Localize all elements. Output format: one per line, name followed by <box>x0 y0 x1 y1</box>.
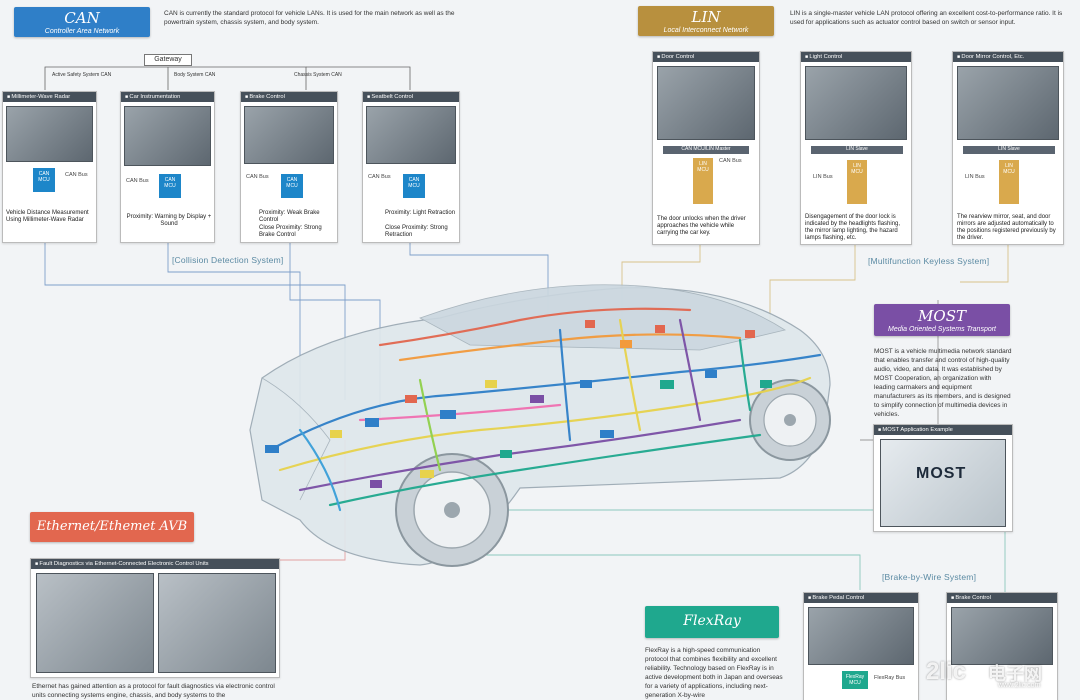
lin-mcu-chip: LIN MCU <box>847 160 867 204</box>
collision-detection-group-label: [Collision Detection System] <box>170 255 286 265</box>
most-title: MOST <box>918 307 966 325</box>
can-panel-brake: Brake Control CAN Bus CAN MCU Proximity:… <box>240 91 338 243</box>
mirror-illustration <box>957 66 1059 140</box>
watermark-url: www.2lic.com <box>998 682 1041 689</box>
watermark: 2lic 电子网 www.2lic.com <box>926 656 1076 696</box>
can-mcu-chip: CAN MCU <box>281 174 303 198</box>
flexray-bus-label: FlexRay Bus <box>874 675 906 681</box>
diagnostics-illustration-2 <box>158 573 276 673</box>
lin-panel-light: Light Control LIN Slave LIN Bus LIN MCU … <box>800 51 912 245</box>
lin-panel-mirror: Door Mirror Control, Etc. LIN Slave LIN … <box>952 51 1064 245</box>
ethernet-panel: Fault Diagnostics via Ethernet-Connected… <box>30 558 280 678</box>
brake-disc-illustration <box>951 607 1053 665</box>
can-banner: CAN Controller Area Network <box>14 7 150 37</box>
can-mcu-chip: CAN MCU <box>33 168 55 192</box>
diagnostics-illustration-1 <box>36 573 154 673</box>
most-subtitle: Media Oriented Systems Transport <box>887 326 997 333</box>
panel-caption: Proximity: Warning by Display + Sound <box>126 214 212 227</box>
ethernet-description: Ethernet has gained attention as a proto… <box>32 683 275 699</box>
instrumentation-illustration <box>124 106 211 166</box>
can-subtitle: Controller Area Network <box>44 28 120 35</box>
panel-caption: Disengagement of the door lock is indica… <box>805 214 901 241</box>
can-subnetwork-label: Active Safety System CAN <box>52 72 112 78</box>
watermark-text: 电子网 <box>988 664 1042 684</box>
panel-caption: The rearview mirror, seat, and door mirr… <box>957 214 1056 241</box>
panel-caption: Proximity: Weak Brake Control <box>259 210 320 223</box>
most-panel: MOST Application Example MOST <box>873 424 1013 532</box>
lin-title: LIN <box>691 8 721 26</box>
panel-header: Brake Control <box>947 593 1057 603</box>
lin-description: LIN is a single-master vehicle LAN proto… <box>790 10 1063 26</box>
panel-header: MOST Application Example <box>874 425 1012 435</box>
flexray-panel-brake-pedal: Brake Pedal Control FlexRay MCU FlexRay … <box>803 592 919 700</box>
can-mcu-chip: CAN MCU <box>403 174 425 198</box>
radar-illustration <box>6 106 93 162</box>
door-illustration <box>657 66 755 140</box>
panel-header: Car Instrumentation <box>121 92 214 102</box>
lin-bus-label: CAN Bus <box>719 158 742 164</box>
panel-header: Fault Diagnostics via Ethernet-Connected… <box>31 559 279 569</box>
brake-illustration <box>244 106 334 164</box>
lin-bar-label: LIN Slave <box>811 146 903 154</box>
can-bus-label: CAN Bus <box>368 174 391 180</box>
panel-header: Millimeter-Wave Radar <box>3 92 96 102</box>
keyless-system-group-label: [Multifunction Keyless System] <box>866 256 992 266</box>
lin-banner: LIN Local Interconnect Network <box>638 6 774 36</box>
panel-caption: Proximity: Light Retraction <box>385 210 456 216</box>
panel-header: Door Mirror Control, Etc. <box>953 52 1063 62</box>
panel-caption: Close Proximity: Strong Retraction <box>385 225 448 238</box>
panel-caption: Close Proximity: Strong Brake Control <box>259 225 322 238</box>
lin-mcu-chip: LIN MCU <box>999 160 1019 204</box>
panel-caption: The door unlocks when the driver approac… <box>657 216 746 236</box>
can-bus-label: CAN Bus <box>65 172 88 178</box>
flexray-title: FlexRay <box>683 613 741 629</box>
flexray-description: FlexRay is a high-speed communication pr… <box>645 647 783 699</box>
lin-bus-label: LIN Bus <box>965 174 985 180</box>
seatbelt-illustration <box>366 106 456 164</box>
most-logo: MOST <box>916 465 967 482</box>
can-title: CAN <box>64 9 100 27</box>
panel-header: Brake Pedal Control <box>804 593 918 603</box>
watermark-logo: 2lic <box>926 658 967 685</box>
brake-pedal-illustration <box>808 607 914 665</box>
lin-mcu-chip: LIN MCU <box>693 158 713 204</box>
lin-subtitle: Local Interconnect Network <box>663 27 749 34</box>
panel-header: Seatbelt Control <box>363 92 459 102</box>
most-description: MOST is a vehicle multimedia network sta… <box>874 348 1012 418</box>
lin-bar-label: LIN Slave <box>963 146 1055 154</box>
flexray-panel-brake-control: Brake Control <box>946 592 1058 700</box>
can-bus-label: CAN Bus <box>126 178 149 184</box>
panel-header: Brake Control <box>241 92 337 102</box>
lin-panel-door: Door Control CAN MCU/LIN Master LIN MCU … <box>652 51 760 245</box>
can-panel-seatbelt: Seatbelt Control CAN Bus CAN MCU Proximi… <box>362 91 460 243</box>
can-subnetwork-label: Body System CAN <box>174 72 216 78</box>
flexray-banner: FlexRay <box>645 606 779 638</box>
panel-header: Door Control <box>653 52 759 62</box>
can-panel-radar: Millimeter-Wave Radar CAN MCU CAN Bus Ve… <box>2 91 97 243</box>
flexray-mcu-chip: FlexRay MCU <box>842 671 868 689</box>
panel-header: Light Control <box>801 52 911 62</box>
light-illustration <box>805 66 907 140</box>
brake-by-wire-group-label: [Brake-by-Wire System] <box>880 572 979 582</box>
ethernet-title: Ethernet/Ethemet AVB <box>36 519 188 534</box>
can-description: CAN is currently the standard protocol f… <box>164 10 455 26</box>
gateway-box: Gateway <box>144 54 192 66</box>
can-panel-instrumentation: Car Instrumentation CAN Bus CAN MCU Prox… <box>120 91 215 243</box>
ethernet-banner: Ethernet/Ethemet AVB <box>30 512 194 542</box>
can-bus-label: CAN Bus <box>246 174 269 180</box>
lin-bus-label: LIN Bus <box>813 174 833 180</box>
lin-bar-label: CAN MCU/LIN Master <box>663 146 749 154</box>
can-subnetwork-label: Chassis System CAN <box>294 72 342 78</box>
panel-caption: Vehicle Distance Measurement Using Milli… <box>6 210 89 223</box>
most-banner: MOST Media Oriented Systems Transport <box>874 304 1010 336</box>
most-car-illustration <box>880 439 1006 527</box>
can-mcu-chip: CAN MCU <box>159 174 181 198</box>
